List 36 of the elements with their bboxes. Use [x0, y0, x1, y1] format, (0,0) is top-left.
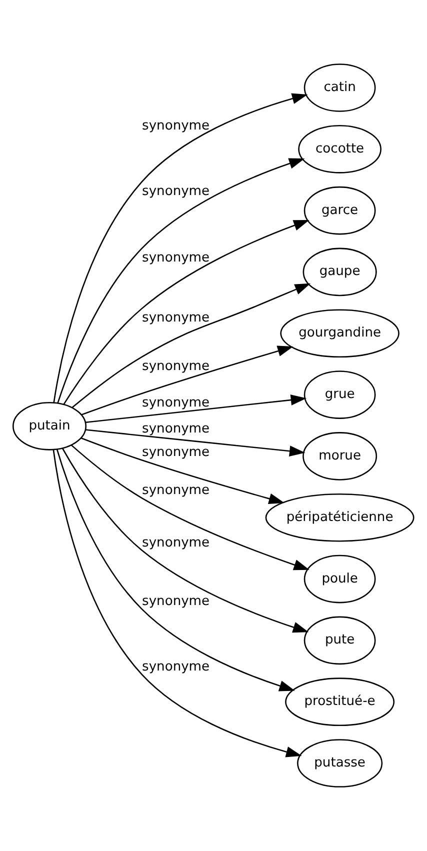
node-ellipse: morue	[302, 432, 378, 480]
node-ellipse: gourgandine	[280, 309, 400, 358]
edge-label: synonyme	[142, 310, 210, 326]
node-ellipse: garce	[304, 186, 376, 235]
arrow	[81, 346, 294, 416]
edge-label: synonyme	[142, 358, 210, 374]
node-ellipse: grue	[304, 370, 376, 419]
node-ellipse: poule	[304, 554, 376, 604]
arrow	[85, 394, 307, 424]
edge-label: synonyme	[142, 396, 210, 411]
edge-label: synonyme	[142, 659, 210, 674]
arrow	[62, 448, 309, 633]
node-ellipse: cocotte	[298, 124, 382, 174]
arrow	[56, 449, 295, 692]
edge-label: synonyme	[142, 483, 210, 498]
arrow	[52, 450, 302, 758]
edge-label: synonyme	[142, 422, 210, 437]
arrow	[85, 429, 306, 457]
node-ellipse: pute	[304, 616, 376, 665]
edge-label: synonyme	[142, 118, 210, 134]
arrow	[63, 220, 310, 405]
edge-label: synonyme	[142, 250, 210, 266]
arrow	[80, 437, 285, 504]
node-ellipse: catin	[304, 64, 376, 112]
arrow	[53, 93, 308, 403]
arrow	[70, 444, 310, 570]
node-ellipse: putain	[12, 402, 87, 450]
edge-label: synonyme	[142, 445, 210, 460]
edge-label: synonyme	[142, 535, 210, 550]
arrow	[72, 283, 311, 408]
node-ellipse: prostitué-e	[285, 678, 395, 726]
arrow	[57, 158, 305, 403]
node-ellipse: putasse	[297, 739, 383, 788]
edge-label: synonyme	[142, 184, 210, 199]
node-ellipse: gaupe	[302, 248, 377, 296]
edge-label: synonyme	[142, 594, 210, 610]
